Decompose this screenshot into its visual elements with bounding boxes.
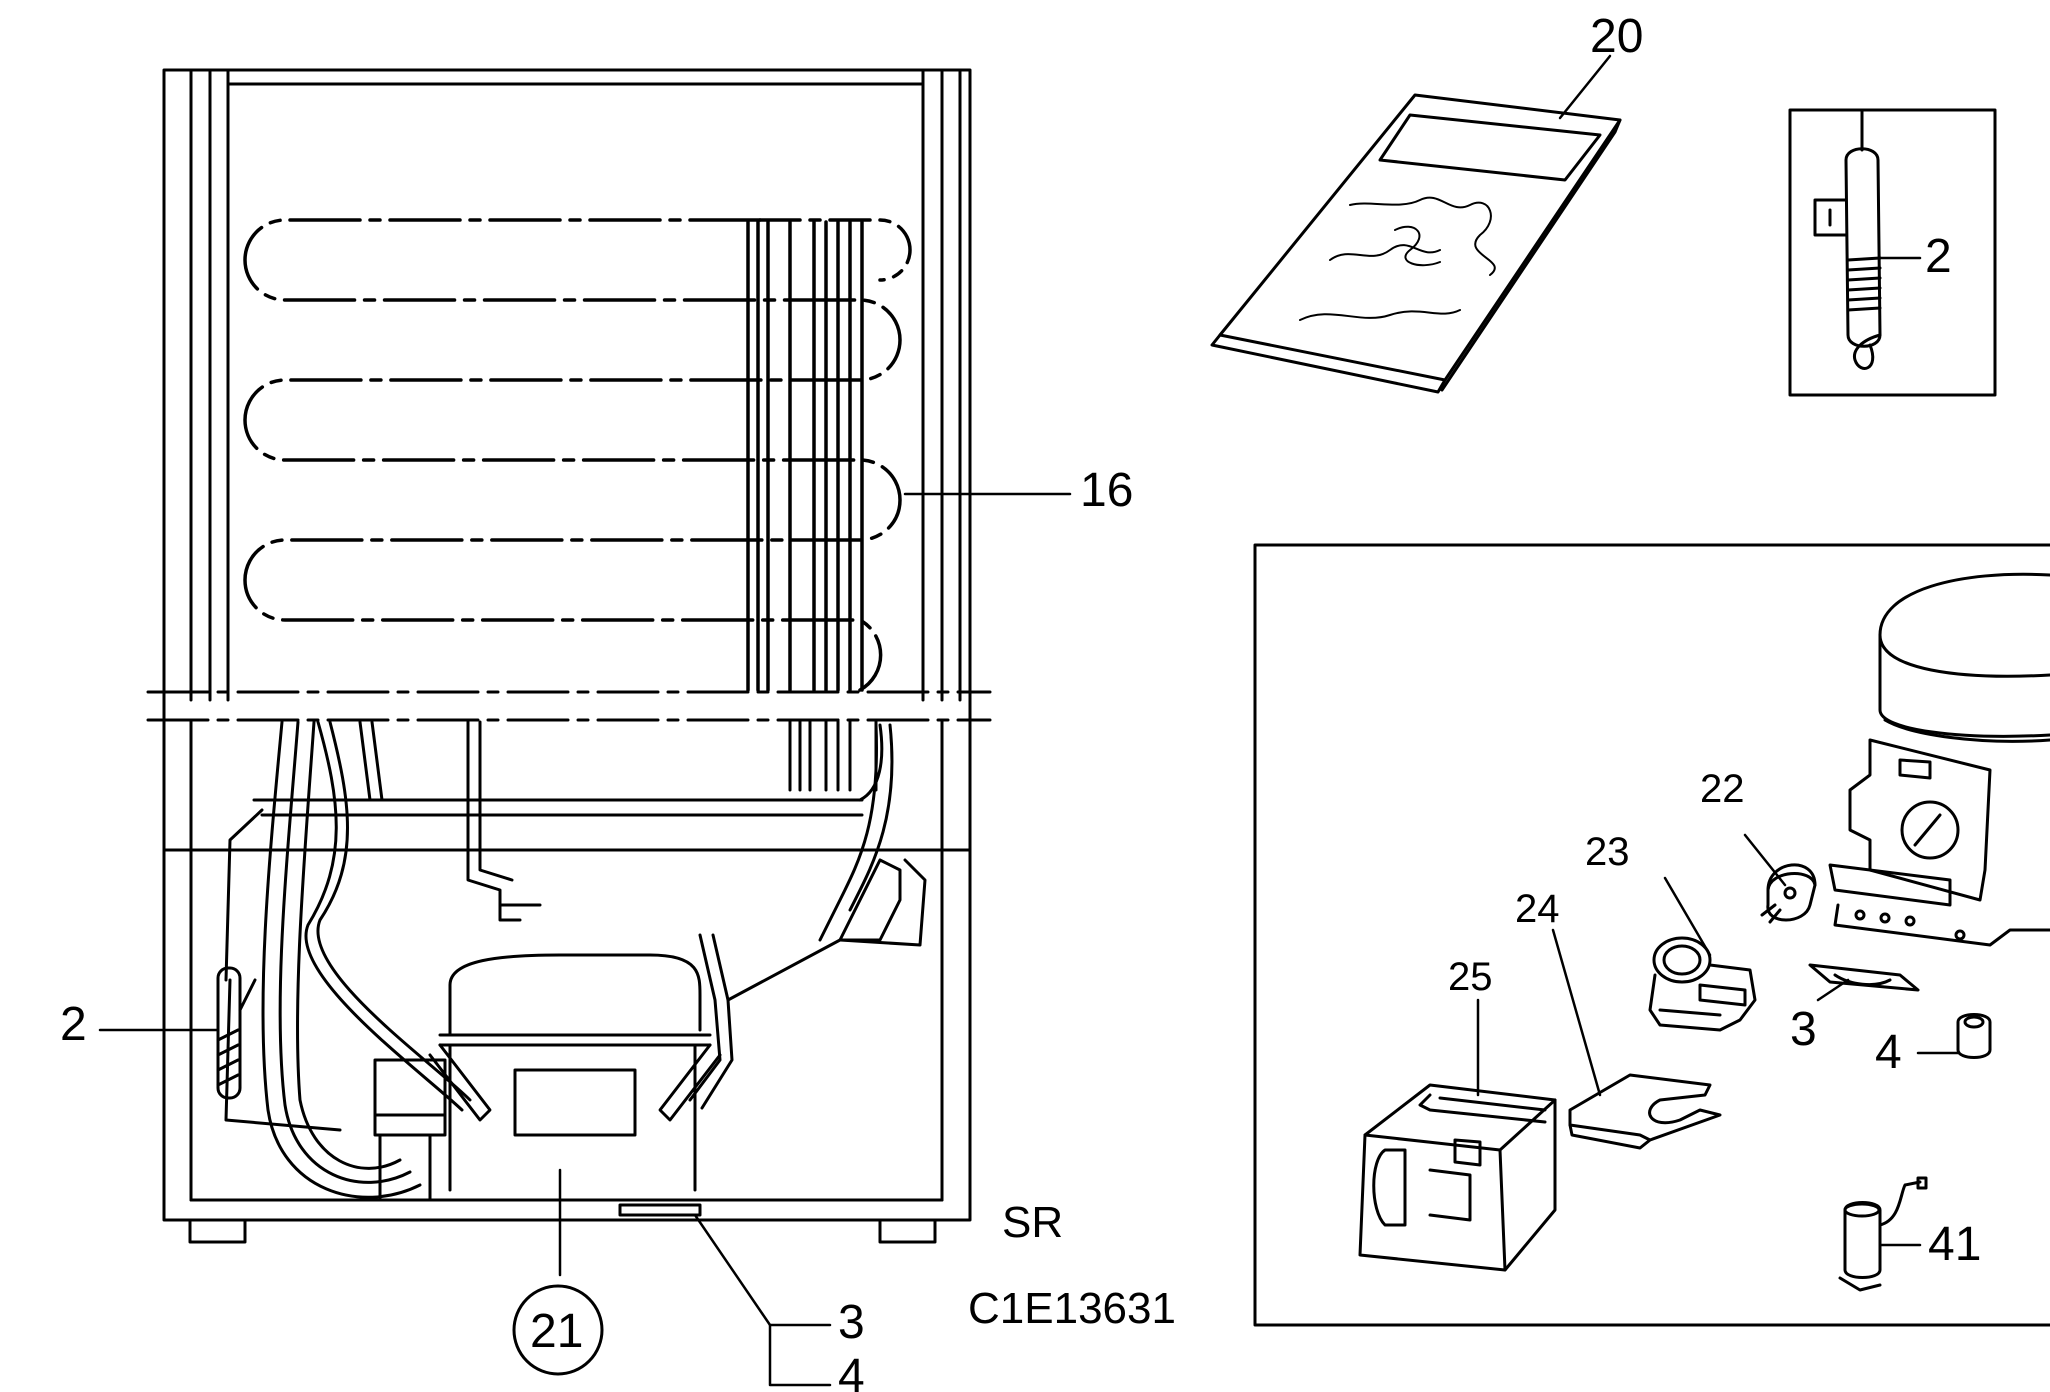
callout-leaders-inset	[1476, 833, 1960, 1247]
drawing-code: C1E13631	[968, 1284, 1176, 1333]
manual-booklet	[1210, 93, 1622, 394]
callout-21: 21	[530, 1305, 583, 1358]
overload-part	[1648, 936, 1757, 1032]
capacitor-part	[1838, 1176, 1928, 1292]
callout-16: 16	[1080, 464, 1133, 517]
electrical-inset-frame	[1253, 543, 2050, 1327]
callout-23: 23	[1585, 830, 1630, 874]
condenser-coil	[243, 218, 912, 692]
compressor-inset	[1828, 572, 2050, 947]
refrigerant-pipes	[224, 718, 927, 1199]
manual-leader	[1558, 54, 1612, 120]
callout-41: 41	[1928, 1218, 1981, 1271]
grommet-inset	[1808, 963, 1920, 992]
callout-3-left: 3	[838, 1296, 865, 1349]
callout-3-inset: 3	[1790, 1003, 1817, 1056]
spacer-inset	[1956, 1013, 1992, 1059]
thermostat-inset	[1813, 108, 1922, 370]
callout-4-left: 4	[838, 1350, 865, 1392]
callout-leaders-left	[98, 492, 1072, 1387]
callout-25: 25	[1448, 955, 1493, 999]
relay-part	[1760, 863, 1817, 924]
compressor-callout-circle	[512, 1284, 604, 1376]
terminal-cover-part	[1358, 1083, 1557, 1272]
callout-24: 24	[1515, 887, 1560, 931]
callout-4-inset: 4	[1875, 1026, 1902, 1079]
variant-code: SR	[1002, 1198, 1063, 1247]
callout-22: 22	[1700, 767, 1745, 811]
compressor-left	[373, 953, 722, 1217]
callout-20: 20	[1590, 10, 1643, 63]
thermostat-inset-frame	[1788, 108, 1997, 397]
callout-2-inset: 2	[1925, 230, 1952, 283]
cover-clip-part	[1568, 1073, 1722, 1150]
thermostat-left	[216, 966, 257, 1100]
callout-2-left: 2	[60, 998, 87, 1051]
callout-labels: 2 16 20 21 3 4 2 22 23 24 25 3 4 41 SR C…	[60, 10, 1981, 1392]
